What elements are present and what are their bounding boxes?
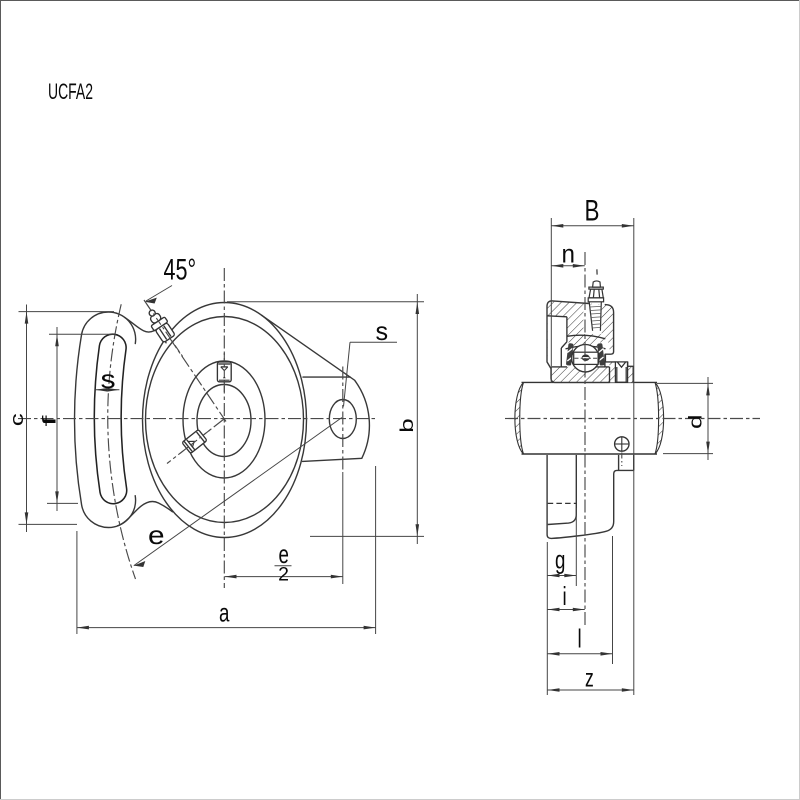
- svg-text:B: B: [585, 193, 600, 227]
- svg-text:n: n: [562, 238, 575, 268]
- svg-text:2: 2: [278, 564, 289, 586]
- svg-text:l: l: [578, 623, 582, 653]
- svg-text:e: e: [148, 520, 165, 550]
- svg-text:UCFA2: UCFA2: [48, 79, 93, 104]
- svg-text:s: s: [101, 364, 116, 394]
- svg-text:s: s: [376, 316, 389, 346]
- svg-text:e: e: [279, 539, 289, 569]
- svg-text:d: d: [684, 415, 705, 429]
- svg-text:i: i: [563, 581, 567, 611]
- svg-text:z: z: [585, 662, 594, 692]
- svg-text:a: a: [219, 597, 230, 627]
- svg-text:b: b: [396, 418, 417, 432]
- svg-text:45°: 45°: [164, 252, 197, 286]
- svg-text:c: c: [5, 413, 26, 426]
- svg-text:f: f: [38, 414, 59, 426]
- svg-text:g: g: [555, 544, 565, 574]
